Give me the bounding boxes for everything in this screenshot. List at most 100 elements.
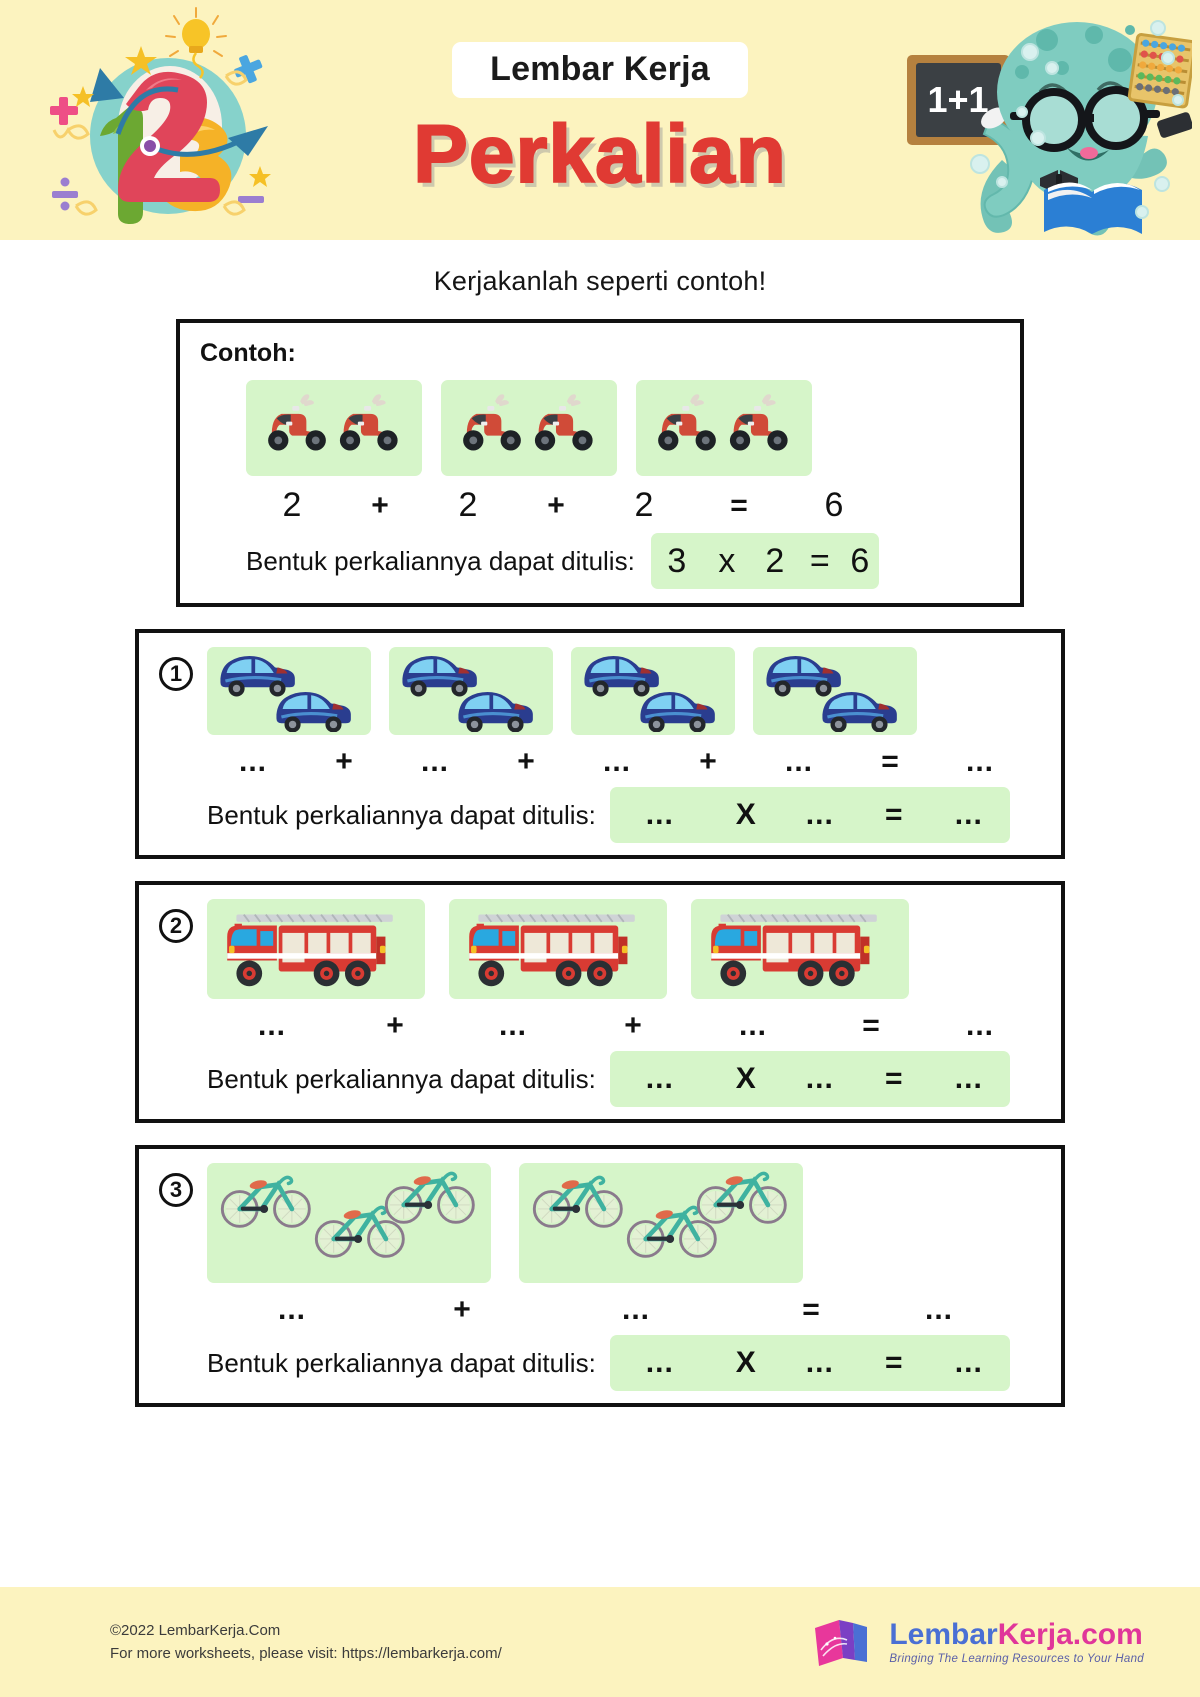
plus-sign: + <box>699 745 717 778</box>
fire-truck-icon <box>469 913 635 987</box>
multiplicand: 3 <box>667 541 687 580</box>
product-blank: ... <box>954 1062 983 1095</box>
addend-blank: ... <box>420 745 449 778</box>
scooter-icon <box>729 394 788 451</box>
car-icon <box>402 655 477 697</box>
svg-text:1+1: 1+1 <box>927 79 988 120</box>
example-label: Contoh: <box>200 339 296 367</box>
equals-sign: = <box>730 488 748 522</box>
car-icon <box>276 691 351 732</box>
worksheet-body: Kerjakanlah seperti contoh! Contoh: <box>0 266 1200 1407</box>
arrow-head-right <box>228 126 268 156</box>
sum-blank: ... <box>965 1009 994 1042</box>
car-icon <box>822 691 897 732</box>
product-blank: ... <box>954 798 983 831</box>
bicycle-icon <box>696 1171 787 1224</box>
car-icon <box>766 655 841 697</box>
question-2-box: 2 <box>135 881 1065 1123</box>
question-3-addition-row: ... + ... = ... <box>207 1293 1061 1327</box>
logo-text: LembarKerja.com <box>889 1617 1144 1651</box>
equals-sign: = <box>885 1062 903 1095</box>
question-group <box>449 899 667 999</box>
lightbulb-icon <box>165 7 227 79</box>
times-sign: X <box>735 1062 756 1095</box>
product-blank: ... <box>954 1346 983 1379</box>
plus-sign: + <box>547 488 565 522</box>
example-addition-row: 2 + 2 + 2 = 6 <box>246 486 1020 525</box>
addend-blank: ... <box>257 1009 286 1042</box>
multiplication-label: Bentuk perkaliannya dapat ditulis: <box>207 1347 596 1378</box>
multiplication-answer-strip: 3 x 2 = 6 <box>650 533 879 589</box>
multiplication-answer-strip: ... X ... = ... <box>609 1335 1010 1391</box>
question-group <box>207 899 425 999</box>
equals-sign: = <box>881 745 899 778</box>
logo-part-kerja: Kerja <box>997 1617 1073 1651</box>
question-2-addition-row: ... + ... + ... = ... <box>207 1009 1061 1043</box>
question-group <box>389 647 553 735</box>
addend-blank: ... <box>621 1293 650 1326</box>
multiplicand-blank: ... <box>645 1346 674 1379</box>
worksheet-badge: Lembar Kerja <box>452 42 748 98</box>
sum-blank: ... <box>965 745 994 778</box>
question-1-multiplication-row: Bentuk perkaliannya dapat ditulis: ... X… <box>207 787 1061 843</box>
question-2-multiplication-row: Bentuk perkaliannya dapat ditulis: ... X… <box>207 1051 1061 1107</box>
question-group <box>207 647 371 735</box>
sum-blank: ... <box>924 1293 953 1326</box>
plus-sign: + <box>371 488 389 522</box>
plus-sign: + <box>335 745 353 778</box>
octopus-teacher-decoration: 1+1 <box>862 0 1192 240</box>
bicycle-icon <box>220 1175 311 1228</box>
addend-blank: ... <box>238 745 267 778</box>
eraser-icon <box>1157 112 1192 138</box>
example-box: Contoh: <box>176 319 1024 607</box>
digit-2 <box>118 71 220 202</box>
equals-sign: = <box>885 798 903 831</box>
question-number: 1 <box>159 657 193 691</box>
bicycle-icon <box>314 1205 405 1258</box>
multiplication-label: Bentuk perkaliannya dapat ditulis: <box>246 545 635 576</box>
plus-sign: + <box>453 1293 471 1326</box>
bubbles-decoration <box>970 20 1184 219</box>
multiplicand-blank: ... <box>645 1062 674 1095</box>
multiplicand-blank: ... <box>645 798 674 831</box>
question-3-box: 3 <box>135 1145 1065 1407</box>
question-1-addition-row: ... + ... + ... + ... = ... <box>207 745 1061 779</box>
fire-truck-icon <box>711 913 877 987</box>
example-group-row <box>246 380 1020 476</box>
logo-part-com: .com <box>1072 1617 1143 1651</box>
addend-blank: ... <box>277 1293 306 1326</box>
multiplier-blank: ... <box>805 1062 834 1095</box>
bicycle-icon <box>626 1205 717 1258</box>
multiplier-blank: ... <box>805 798 834 831</box>
question-group <box>571 647 735 735</box>
example-group <box>636 380 812 476</box>
scooter-icon <box>658 394 716 451</box>
page-header: Lembar Kerja Perkalian 1+1 <box>0 0 1200 240</box>
plus-sign: + <box>386 1009 404 1042</box>
scooter-icon <box>339 394 398 451</box>
question-group <box>753 647 917 735</box>
multiplication-answer-strip: ... X ... = ... <box>609 1051 1010 1107</box>
site-logo[interactable]: LembarKerja.com Bringing The Learning Re… <box>809 1614 1144 1670</box>
multiplier: 2 <box>765 541 785 580</box>
logo-part-lembar: Lembar <box>889 1617 998 1651</box>
bicycle-icon <box>532 1175 623 1228</box>
example-group <box>246 380 422 476</box>
addend: 2 <box>634 486 654 524</box>
arrow-head-up <box>90 68 124 102</box>
example-group <box>441 380 617 476</box>
instruction-text: Kerjakanlah seperti contoh! <box>433 266 767 296</box>
car-icon <box>640 691 715 732</box>
question-1-group-row <box>207 647 1061 735</box>
times-sign: x <box>718 541 736 580</box>
times-sign: X <box>735 1346 756 1379</box>
question-3-group-row <box>207 1163 1061 1283</box>
scooter-icon <box>463 394 521 451</box>
chalkboard-icon: 1+1 <box>907 55 1010 145</box>
visit-line: For more worksheets, please visit: https… <box>110 1645 502 1662</box>
addend-blank: ... <box>602 745 631 778</box>
multiplier-blank: ... <box>805 1346 834 1379</box>
car-icon <box>584 655 659 697</box>
product: 6 <box>850 541 870 580</box>
